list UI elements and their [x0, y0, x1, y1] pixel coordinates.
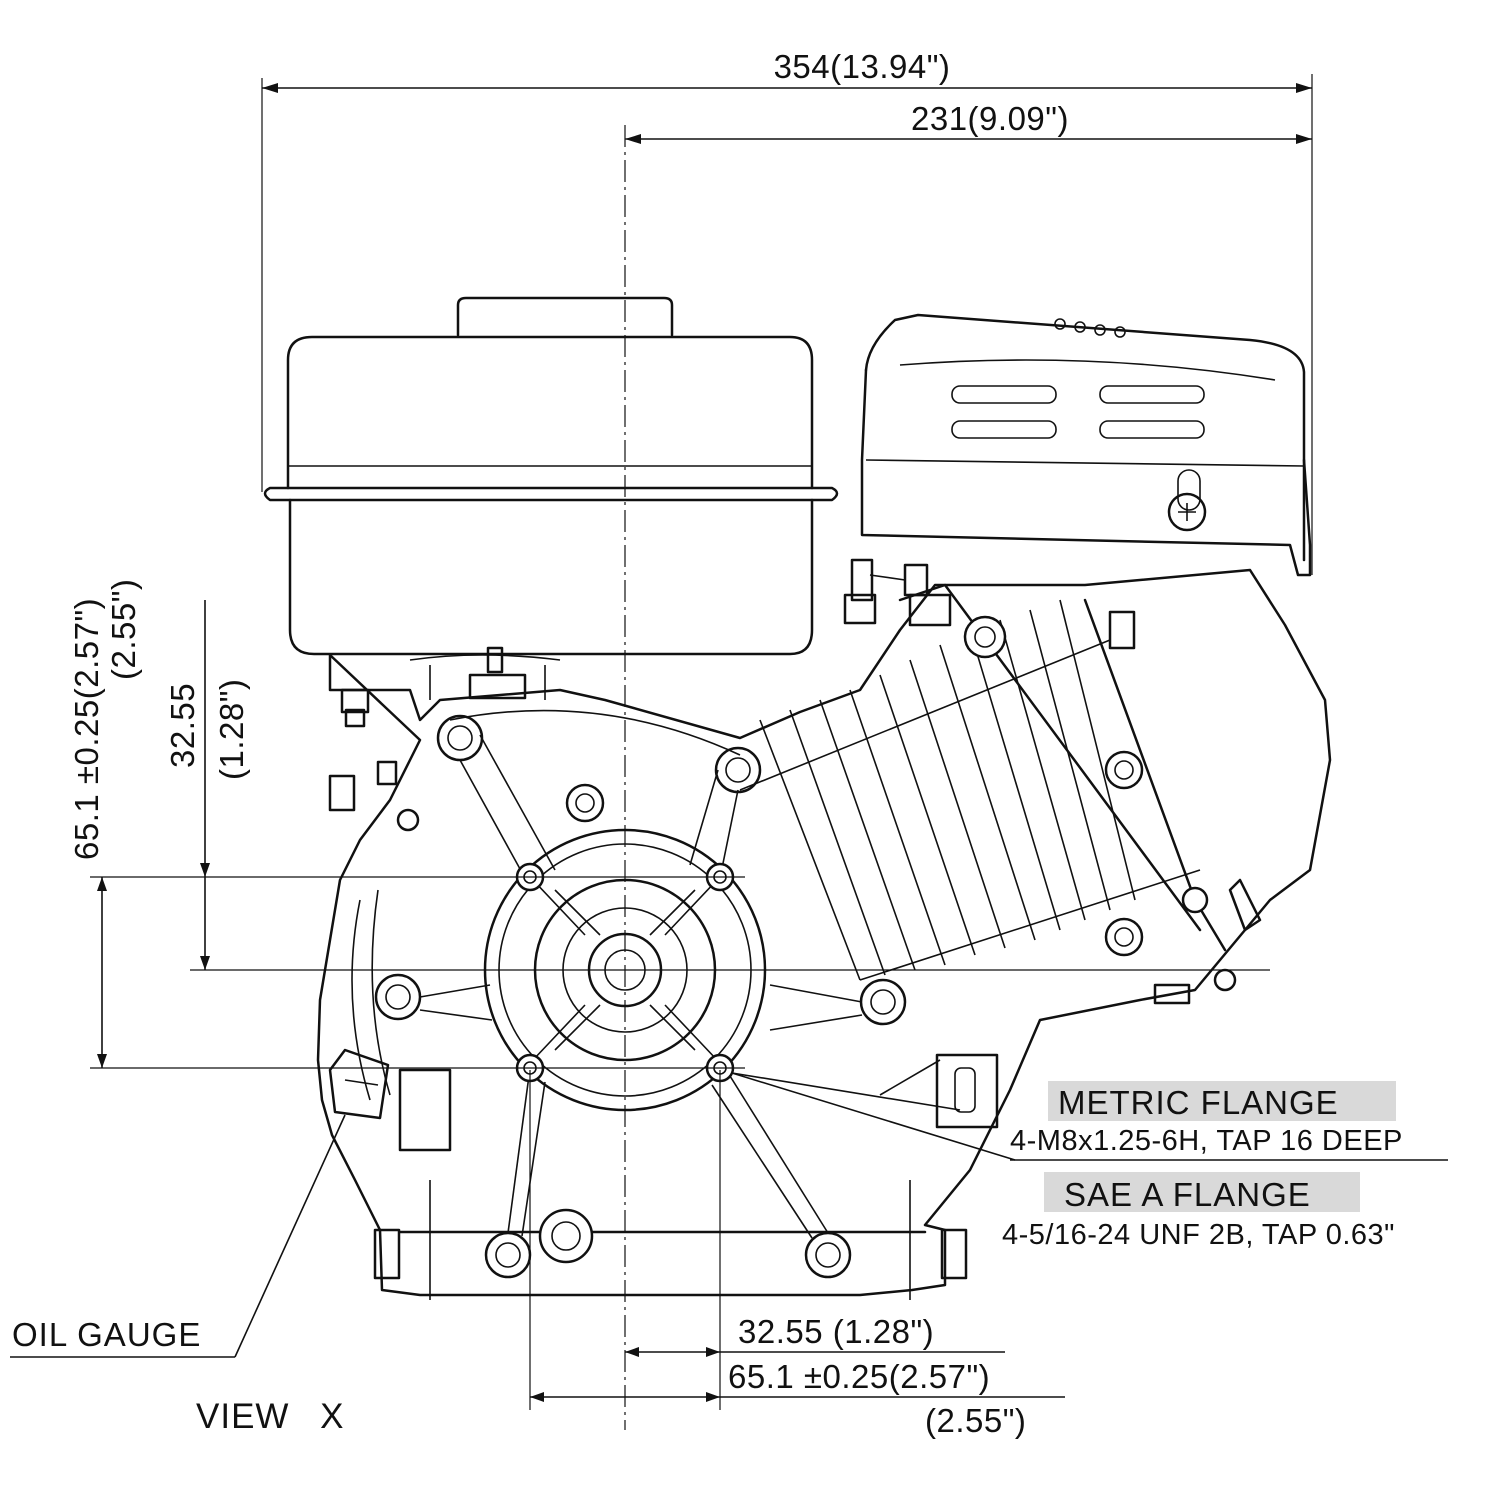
vertical-half-spacing-inch-label: (1.28") — [213, 679, 250, 780]
sae-flange-title: SAE A FLANGE — [1064, 1176, 1311, 1213]
horizontal-bolt-spacing-alt-label: (2.55") — [925, 1402, 1026, 1439]
sae-flange-spec: 4-5/16-24 UNF 2B, TAP 0.63" — [1002, 1219, 1395, 1251]
fuel-valve — [409, 646, 561, 700]
cylinder-head-bolts — [963, 610, 1237, 1005]
oil-gauge-label: OIL GAUGE — [12, 1316, 201, 1353]
crankcase-outline — [316, 568, 1332, 1297]
shaft-to-right-dimension: 231(9.09") — [625, 100, 1312, 144]
horizontal-half-spacing-label: 32.55 (1.28") — [738, 1313, 934, 1350]
base-bolt-left — [373, 1228, 401, 1280]
fuel-tank-body — [860, 368, 1312, 577]
horizontal-bolt-spacing-label: 65.1 ±0.25(2.57") — [728, 1358, 990, 1395]
oil-gauge-icon — [328, 1048, 452, 1152]
overall-width-label: 354(13.94") — [774, 48, 951, 85]
sae-flange-highlight — [1044, 1172, 1360, 1212]
air-cleaner-cover — [286, 335, 814, 490]
vertical-bolt-spacing-dimension: 65.1 ±0.25(2.57") (2.55") 32.55 (1.28") — [68, 579, 1270, 1069]
shaft-to-right-label: 231(9.09") — [911, 100, 1069, 137]
base-bolt-right — [940, 1228, 968, 1280]
air-cleaner-cap — [456, 296, 674, 337]
fuel-tank-top — [864, 313, 1306, 562]
horizontal-bolt-spacing-dimension: 32.55 (1.28") 65.1 ±0.25(2.57") (2.55") — [529, 1070, 1065, 1439]
tank-screw-icon — [1167, 469, 1207, 532]
air-cleaner-lower — [288, 498, 814, 656]
lower-right-boss — [879, 1053, 999, 1129]
metric-flange-title: METRIC FLANGE — [1058, 1084, 1339, 1121]
crankcase-mounting-holes — [374, 714, 907, 1279]
vertical-bolt-spacing-label: 65.1 ±0.25(2.57") — [68, 598, 105, 860]
metric-flange-highlight — [1048, 1081, 1396, 1121]
carburetor-linkage — [843, 558, 952, 627]
air-cleaner-rim — [263, 486, 839, 502]
oil-gauge-callout: OIL GAUGE — [10, 1114, 346, 1358]
drain-bolt — [328, 688, 398, 812]
vertical-bolt-spacing-alt-label: (2.55") — [105, 579, 142, 680]
vertical-half-spacing-label: 32.55 — [164, 683, 201, 768]
fuel-tank-rivets — [1054, 318, 1126, 338]
engine-outline — [263, 296, 1332, 1300]
view-label: VIEW X — [196, 1397, 345, 1436]
fuel-tank-vent-slots — [899, 359, 1276, 439]
metric-flange-spec: 4-M8x1.25-6H, TAP 16 DEEP — [1010, 1125, 1403, 1157]
overall-width-dimension: 354(13.94") — [261, 48, 1313, 575]
flange-callouts: METRIC FLANGE 4-M8x1.25-6H, TAP 16 DEEP … — [731, 1072, 1448, 1251]
crankcase-ribs — [351, 709, 863, 1239]
